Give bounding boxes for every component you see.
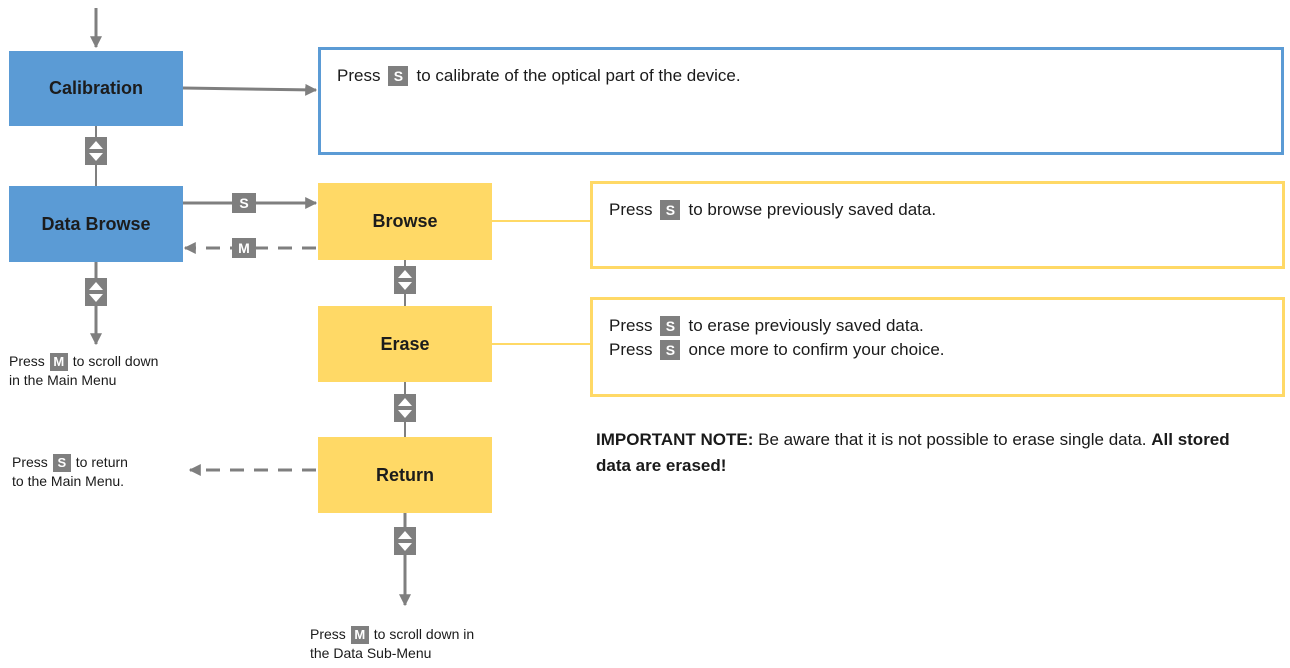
sub-scroll-note-line-2: the Data Sub-Menu <box>310 645 432 661</box>
erase-description-line-1: Press S to erase previously saved data. <box>609 314 1266 338</box>
press-text: Press <box>9 353 45 369</box>
browse-description-line: Press S to browse previously saved data. <box>609 198 1266 222</box>
data-browse-box[interactable]: Data Browse <box>9 186 183 262</box>
press-text: Press <box>337 66 381 85</box>
return-up-down-icon <box>394 527 416 555</box>
press-text: Press <box>609 316 653 335</box>
important-note-emphasis: All stored data are erased! <box>596 430 1230 475</box>
return-box[interactable]: Return <box>318 437 492 513</box>
sub-scroll-note-line-1: Press M to scroll down in <box>310 625 474 644</box>
important-note-label: IMPORTANT NOTE: <box>596 430 754 449</box>
important-note-text: Be aware that it is not possible to eras… <box>753 430 1152 449</box>
return-note-line-2: to the Main Menu. <box>12 473 125 489</box>
s-key-label: S <box>239 195 249 211</box>
return-note-line-1: Press S to return <box>12 453 128 472</box>
press-text: Press <box>609 200 653 219</box>
note-text: to scroll down <box>72 353 159 369</box>
instruction-text: to browse previously saved data. <box>688 200 937 219</box>
data-browse-label: Data Browse <box>41 213 151 234</box>
s-key-icon: S <box>52 453 71 472</box>
erase-description: Press S to erase previously saved data. … <box>590 297 1285 397</box>
s-key-icon: S <box>388 66 409 86</box>
erase-description-line-2: Press S once more to confirm your choice… <box>609 338 1266 362</box>
main-scroll-note-line-2: in the Main Menu <box>9 372 117 388</box>
main-up-down-icon <box>85 137 107 165</box>
browse-up-down-icon <box>394 266 416 294</box>
instruction-text: once more to confirm your choice. <box>688 340 945 359</box>
sub-scroll-note: Press M to scroll down in the Data Sub-M… <box>310 625 474 663</box>
erase-label: Erase <box>380 333 430 354</box>
main-scroll-note-line-1: Press M to scroll down <box>9 352 158 371</box>
main-scroll-note: Press M to scroll down in the Main Menu <box>9 352 158 390</box>
calibration-arrow-right-icon <box>182 83 318 96</box>
press-text: Press <box>310 626 346 642</box>
important-note: IMPORTANT NOTE: Be aware that it is not … <box>596 427 1236 479</box>
note-text: to scroll down in <box>373 626 475 642</box>
calibration-description: Press S to calibrate of the optical part… <box>318 47 1284 155</box>
m-key-chip: M <box>232 238 256 258</box>
s-key-chip: S <box>232 193 256 213</box>
browse-label: Browse <box>372 211 438 231</box>
main-scroll-up-down-icon <box>85 278 107 306</box>
instruction-text: to calibrate of the optical part of the … <box>416 66 741 85</box>
s-key-icon: S <box>660 200 681 220</box>
return-label: Return <box>376 464 434 485</box>
browse-box[interactable]: Browse <box>318 183 492 260</box>
s-key-icon: S <box>660 340 681 360</box>
calibration-description-line: Press S to calibrate of the optical part… <box>337 64 1265 88</box>
return-note: Press S to return to the Main Menu. <box>12 453 128 491</box>
calibration-label: Calibration <box>48 78 143 98</box>
s-key-icon: S <box>660 316 681 336</box>
instruction-text: to erase previously saved data. <box>688 316 924 335</box>
press-text: Press <box>12 454 48 470</box>
m-key-icon: M <box>350 625 369 644</box>
press-text: Press <box>609 340 653 359</box>
m-key-label: M <box>238 240 250 256</box>
calibration-box[interactable]: Calibration <box>9 51 183 126</box>
erase-box[interactable]: Erase <box>318 306 492 382</box>
m-key-icon: M <box>49 352 68 371</box>
note-text: to return <box>75 454 128 470</box>
erase-up-down-icon <box>394 394 416 422</box>
browse-description: Press S to browse previously saved data. <box>590 181 1285 269</box>
